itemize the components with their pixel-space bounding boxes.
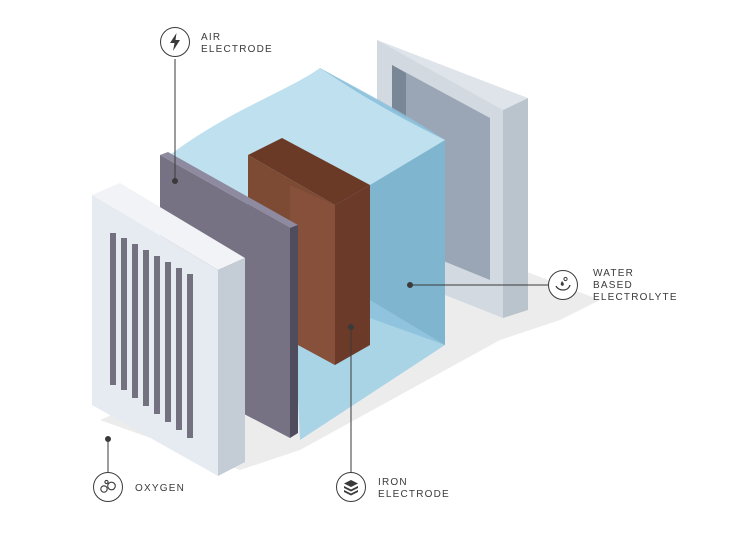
oxygen-label: OXYGEN: [135, 483, 185, 494]
bubbles-icon: [93, 472, 123, 502]
lightning-bolt-icon: [160, 27, 190, 57]
electrolyte-dot: [407, 282, 413, 288]
stacked-plates-icon: [336, 472, 366, 502]
oxygen-dot: [105, 436, 111, 442]
air-electrode-label: AIR ELECTRODE: [201, 32, 273, 55]
air-electrode-dot: [172, 178, 178, 184]
oxygen-grille: [92, 183, 245, 476]
water-electrolyte-label: WATER BASED ELECTROLYTE: [593, 268, 678, 303]
iron-electrode-label: IRON ELECTRODE: [378, 477, 450, 500]
water-drop-icon: [548, 270, 578, 300]
iron-electrode-dot: [348, 324, 354, 330]
